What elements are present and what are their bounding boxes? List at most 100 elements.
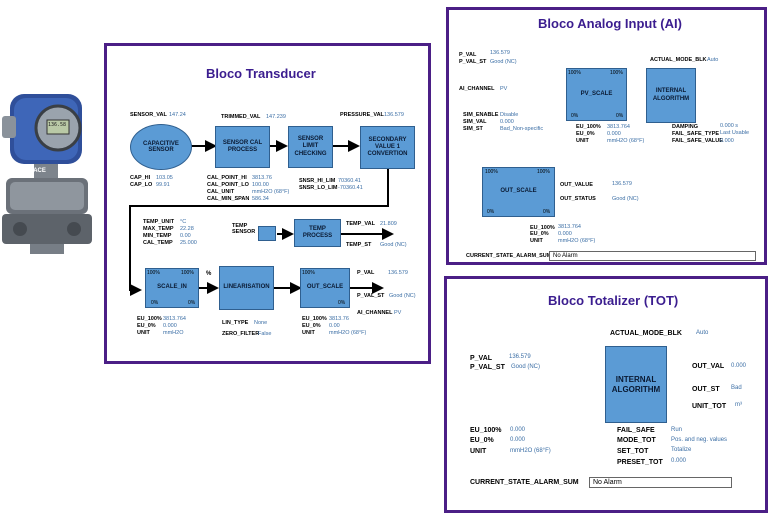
fail-safe-value: Run bbox=[671, 427, 683, 433]
sim-val-label: SIM_VAL bbox=[463, 119, 487, 125]
out-val-label: OUT_VAL bbox=[692, 363, 725, 370]
trimmed-val-value: 147.239 bbox=[266, 114, 286, 120]
sensor-limit-block: SENSOR LIMIT CHECKING bbox=[288, 126, 333, 168]
unit-tot-label: UNIT_TOT bbox=[692, 403, 727, 410]
cal-min-span-label: CAL_MIN_SPAN bbox=[207, 196, 250, 202]
temp-process-label: TEMP PROCESS bbox=[302, 225, 333, 239]
ai-channel-value: PV bbox=[394, 310, 402, 316]
ai-channel-label-ai: AI_CHANNEL bbox=[459, 86, 495, 92]
cap-hi-label: CAP_HI bbox=[130, 175, 151, 181]
tot-internal-algorithm-label: INTERNAL ALGORITHM bbox=[611, 374, 661, 394]
pv-scale-block: PV_SCALE bbox=[566, 68, 627, 121]
cap-lo-label: CAP_LO bbox=[130, 182, 153, 188]
fail-safe-type-label: FAIL_SAFE_TYPE bbox=[672, 131, 720, 137]
ai-out-scale-block: OUT_SCALE bbox=[482, 167, 555, 217]
out-st-value: Bad bbox=[731, 385, 742, 391]
damping-value: 0.000 s bbox=[720, 123, 739, 129]
out-scale-100-tl: 100% bbox=[302, 270, 315, 276]
pv-scale-100-tr: 100% bbox=[610, 70, 623, 76]
ai-out-scale-label: OUT_SCALE bbox=[498, 188, 539, 196]
tot-unit-label: UNIT bbox=[470, 448, 487, 455]
temp-val-value: 21.809 bbox=[380, 221, 397, 227]
ai-channel-value-ai: PV bbox=[500, 86, 508, 92]
pv-scale-0-bl: 0% bbox=[571, 113, 579, 119]
temp-sensor-block bbox=[258, 226, 276, 241]
sim-st-value: Bad_Non-specific bbox=[500, 126, 544, 132]
ai-eu100-value: 3813.764 bbox=[607, 124, 630, 130]
cal-point-lo-value: 100.00 bbox=[252, 182, 269, 188]
pv-scale-100-tl: 100% bbox=[568, 70, 581, 76]
scale-in-eu100-value: 3813.764 bbox=[163, 316, 186, 322]
ai-channel-label: AI_CHANNEL bbox=[357, 310, 393, 316]
tot-p-val-value: 136.579 bbox=[509, 354, 531, 360]
set-tot-label: SET_TOT bbox=[617, 448, 649, 455]
lin-type-value: None bbox=[254, 320, 268, 326]
transducer-panel bbox=[104, 43, 431, 364]
ai-out-eu0-value: 0.000 bbox=[558, 231, 572, 237]
mode-tot-value: Pos. and neg. values bbox=[671, 437, 728, 443]
ai-out-eu100-label: EU_100% bbox=[530, 225, 555, 231]
snsr-lo-lim-value: -70360.41 bbox=[338, 185, 363, 191]
out-value-value: 136.579 bbox=[612, 181, 632, 187]
ai-out-scale-0-br: 0% bbox=[543, 209, 551, 215]
out-status-label: OUT_STATUS bbox=[560, 196, 596, 202]
snsr-lo-lim-label: SNSR_LO_LIM bbox=[299, 185, 338, 191]
cal-unit-label: CAL_UNIT bbox=[207, 189, 235, 195]
ai-actual-mode-value: Auto bbox=[707, 57, 719, 63]
sensor-val-value: 147.24 bbox=[169, 112, 186, 118]
out-value-label: OUT_VALUE bbox=[560, 182, 593, 188]
scale-in-label: SCALE_IN bbox=[155, 284, 189, 292]
zero-filter-value: False bbox=[258, 331, 272, 337]
ai-out-unit-value: mmH2O (68°F) bbox=[558, 238, 596, 244]
temp-unit-value: °C bbox=[180, 219, 187, 225]
preset-tot-value: 0.000 bbox=[671, 458, 687, 464]
out-scale-eu0-label: EU_0% bbox=[302, 323, 321, 329]
pressure-val-label: PRESSURE_VAL bbox=[340, 112, 384, 118]
capacitive-sensor-block: CAPACITIVE SENSOR bbox=[130, 124, 192, 170]
tot-actual-mode-value: Auto bbox=[696, 330, 709, 336]
scale-in-eu0-value: 0.000 bbox=[163, 323, 177, 329]
fail-safe-value-value: 0.000 bbox=[720, 138, 734, 144]
cal-min-span-value: 586.34 bbox=[252, 196, 269, 202]
out-scale-0-br: 0% bbox=[338, 300, 346, 306]
out-status-value: Good (NC) bbox=[612, 196, 639, 202]
out-scale-eu100-value: 3813.76 bbox=[329, 316, 349, 322]
ai-out-unit-label: UNIT bbox=[530, 238, 543, 244]
out-scale-block: OUT_SCALE bbox=[300, 268, 350, 308]
tot-eu0-value: 0.000 bbox=[510, 437, 526, 443]
temp-sensor-label: TEMP SENSOR bbox=[232, 223, 256, 235]
out-scale-label: OUT_SCALE bbox=[304, 284, 346, 292]
tot-internal-algorithm-block: INTERNAL ALGORITHM bbox=[605, 346, 667, 423]
p-val-value: 136.579 bbox=[388, 270, 408, 276]
tot-alarm-field: No Alarm bbox=[589, 477, 732, 488]
ai-internal-algorithm-label: INTERNAL ALGORITHM bbox=[652, 88, 690, 102]
out-scale-unit-value: mmH2O (68°F) bbox=[329, 330, 367, 336]
min-temp-value: 0.00 bbox=[180, 233, 191, 239]
preset-tot-label: PRESET_TOT bbox=[617, 459, 663, 466]
sim-val-value: 0.000 bbox=[500, 119, 514, 125]
sensor-cal-block: SENSOR CAL PROCESS bbox=[215, 126, 270, 168]
ai-out-eu0-label: EU_0% bbox=[530, 231, 549, 237]
scale-in-0-bl: 0% bbox=[151, 300, 159, 306]
temp-val-label: TEMP_VAL bbox=[346, 221, 375, 227]
ai-actual-mode-label: ACTUAL_MODE_BLK bbox=[650, 57, 707, 63]
temp-st-label: TEMP_ST bbox=[346, 242, 372, 248]
tot-title: Bloco Totalizer (TOT) bbox=[548, 293, 679, 308]
secondary-value-block: SECONDARY VALUE 1 CONVERTION bbox=[360, 126, 415, 169]
sim-enable-label: SIM_ENABLE bbox=[463, 112, 499, 118]
p-val-st-label: P_VAL_ST bbox=[357, 293, 385, 299]
sensor-limit-label: SENSOR LIMIT CHECKING bbox=[294, 136, 327, 157]
ai-out-scale-100-tl: 100% bbox=[485, 169, 498, 175]
secondary-value-label: SECONDARY VALUE 1 CONVERTION bbox=[367, 136, 408, 158]
set-tot-value: Totalize bbox=[671, 447, 692, 453]
scale-in-unit-value: mmH2O bbox=[163, 330, 184, 336]
trimmed-val-label: TRIMMED_VAL bbox=[221, 114, 261, 120]
pv-scale-label: PV_SCALE bbox=[578, 90, 615, 99]
capacitive-sensor-label: CAPACITIVE SENSOR bbox=[143, 141, 179, 153]
out-scale-unit-label: UNIT bbox=[302, 330, 315, 336]
cap-lo-value: 99.91 bbox=[156, 182, 170, 188]
ai-out-scale-100-tr: 100% bbox=[537, 169, 550, 175]
ai-p-val-value: 136.579 bbox=[490, 50, 510, 56]
p-val-label: P_VAL bbox=[357, 270, 375, 276]
p-val-st-value: Good (NC) bbox=[389, 293, 416, 299]
